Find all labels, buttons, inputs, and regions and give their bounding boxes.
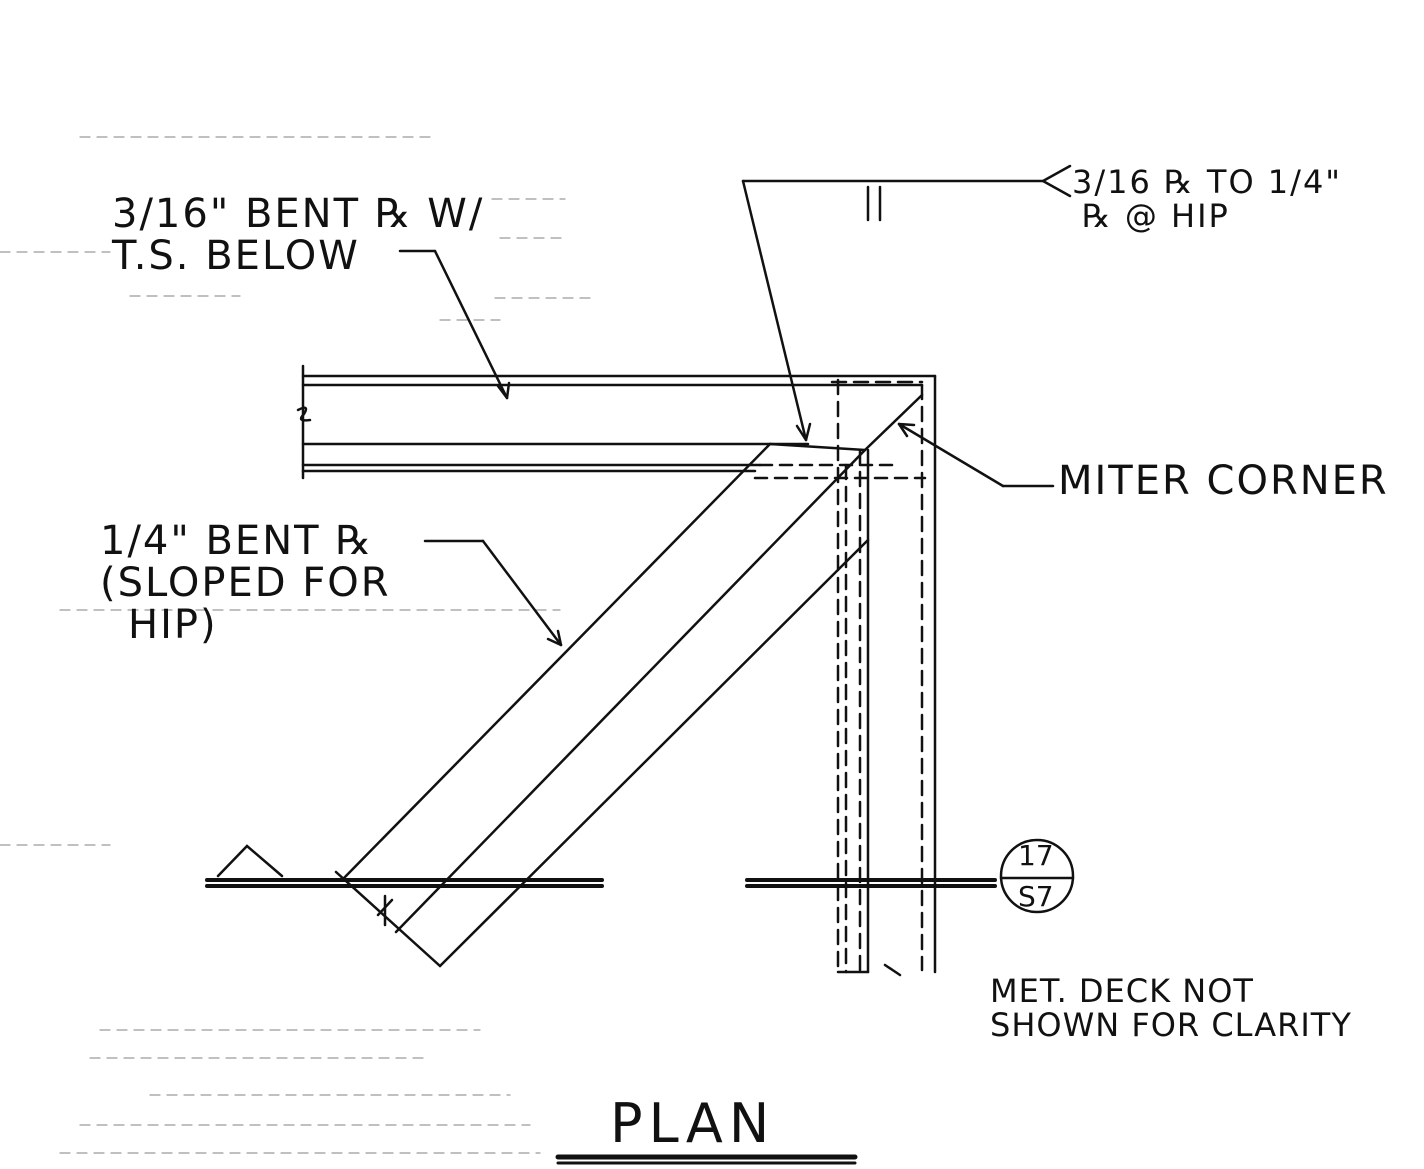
bent-plate-top-note-line-1: 3/16" BENT ℞ W/ [112,191,485,237]
bent-plate-top-note: 3/16" BENT ℞ W/ T.S. BELOW [112,193,484,277]
bent-plate-hip-note: 1/4" BENT ℞ (SLOPED FOR HIP) [100,520,391,646]
weld-callout-note-line-2: ℞ @ HIP [1082,196,1230,235]
miter-corner-note: MITER CORNER [1058,458,1389,504]
faint-background-lines [0,136,591,1154]
deck-note: MET. DECK NOT SHOWN FOR CLARITY [990,972,1352,1044]
section-marker-number: 17 [1018,839,1054,872]
horizontal-bent-plate [296,364,937,480]
section-direction-triangle [216,844,284,878]
hip-bent-plate [334,393,924,968]
bent-plate-hip-note-line-1: 1/4" BENT ℞ [100,518,374,564]
bent-plate-hip-note-line-2: (SLOPED FOR [100,560,391,606]
section-marker-sheet: S7 [1018,880,1054,913]
section-marker-circle [999,838,1075,914]
bent-plate-hip-note-line-3: HIP) [128,602,218,648]
drawing-title: PLAN [610,1092,776,1155]
weld-callout-note: 3/16 ℞ TO 1/4" ℞ @ HIP [1072,163,1343,235]
leader-lines [398,164,1072,647]
section-cut-line [205,838,1075,914]
deck-note-line-2: SHOWN FOR CLARITY [990,1005,1352,1044]
bent-plate-top-note-line-2: T.S. BELOW [112,233,360,279]
weld-callout-note-line-1: 3/16 ℞ TO 1/4" [1072,163,1343,201]
deck-note-line-1: MET. DECK NOT [990,972,1254,1010]
